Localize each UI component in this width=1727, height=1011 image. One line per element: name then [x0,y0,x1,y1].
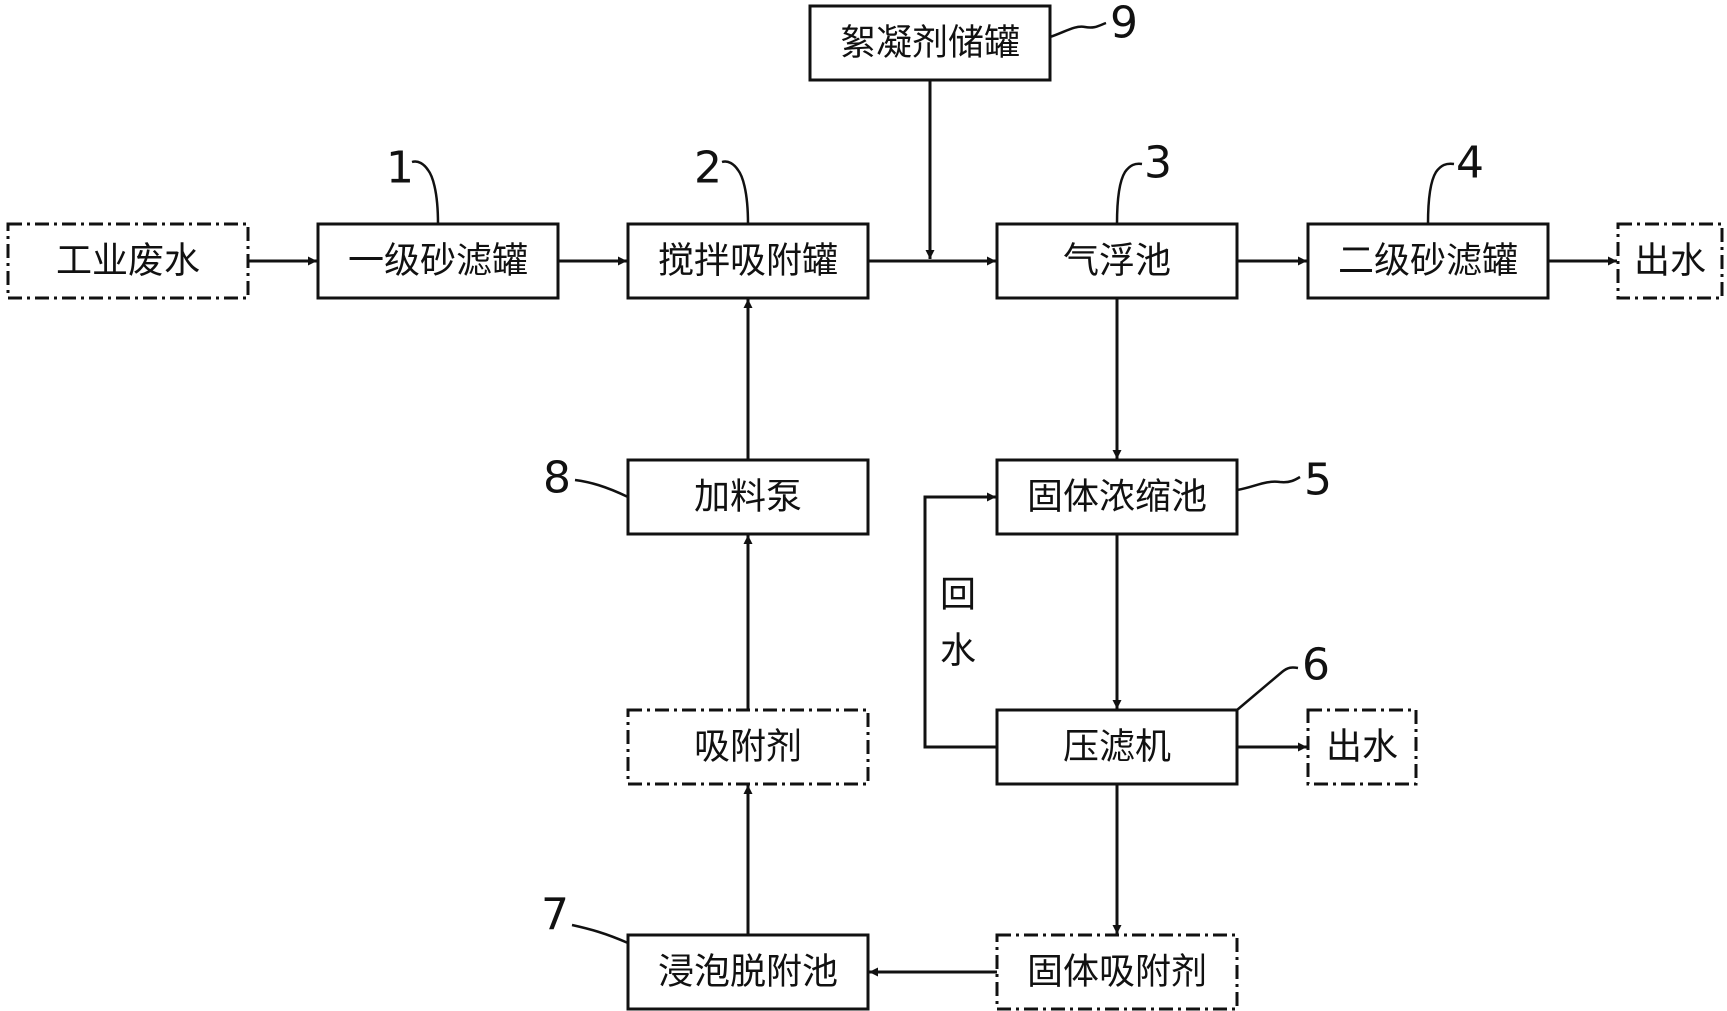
node-flocculant-storage-tank-label: 絮凝剂储罐 [840,23,1020,64]
callout-number-1: 1 [386,143,414,194]
callout-number-8: 8 [543,453,571,504]
callout-leader-9 [1049,21,1107,39]
node-solid-adsorbent-label: 固体吸附剂 [1027,952,1207,993]
node-outlet-water-2-label: 出水 [1326,727,1398,768]
callout-leader-1 [411,160,440,225]
return-water-label-1: 回 [940,575,976,616]
return-water-label-2: 水 [940,631,976,672]
callout-number-7: 7 [541,890,569,941]
node-solid-adsorbent: 固体吸附剂 [995,933,1239,1011]
node-outlet-water-1-label: 出水 [1634,241,1706,282]
callout-number-5: 5 [1304,455,1332,506]
node-soaking-desorption-tank-label: 浸泡脱附池 [658,952,838,993]
callout-leader-4 [1426,162,1455,225]
callout-number-4: 4 [1456,138,1484,189]
node-adsorbent-label: 吸附剂 [694,727,802,768]
node-adsorbent: 吸附剂 [626,708,870,786]
node-flocculant-storage-tank: 絮凝剂储罐 [808,4,1052,82]
node-industrial-wastewater: 工业废水 [6,222,250,300]
callout-leader-2 [721,160,750,225]
node-secondary-sand-filter-label: 二级砂滤罐 [1338,241,1518,282]
callout-leader-3 [1115,162,1143,225]
node-soaking-desorption-tank: 浸泡脱附池 [626,933,870,1011]
node-stirring-adsorption-tank: 搅拌吸附罐 [626,222,870,300]
node-solid-thickening-tank-label: 固体浓缩池 [1027,477,1207,518]
node-filter-press-label: 压滤机 [1063,727,1171,768]
node-stirring-adsorption-tank-label: 搅拌吸附罐 [658,241,838,282]
node-solid-thickening-tank: 固体浓缩池 [995,458,1239,536]
callout-number-9: 9 [1110,0,1138,49]
node-feed-pump-label: 加料泵 [694,477,802,518]
node-filter-press: 压滤机 [995,708,1239,786]
callout-leader-5 [1236,475,1301,492]
callout-leader-7 [571,923,629,945]
callout-leader-8 [574,478,629,499]
node-primary-sand-filter-label: 一级砂滤罐 [348,241,528,282]
node-primary-sand-filter: 一级砂滤罐 [316,222,560,300]
node-air-flotation-tank-label: 气浮池 [1063,241,1171,282]
callout-number-6: 6 [1302,640,1330,691]
arrow-return-water-loop [923,492,997,749]
node-feed-pump: 加料泵 [626,458,870,536]
node-secondary-sand-filter: 二级砂滤罐 [1306,222,1550,300]
node-outlet-water-2: 出水 [1306,708,1418,786]
callout-number-2: 2 [694,143,722,194]
callout-number-3: 3 [1144,138,1172,189]
node-outlet-water-1: 出水 [1616,222,1724,300]
callout-leader-6 [1236,666,1299,711]
node-industrial-wastewater-label: 工业废水 [56,241,200,282]
node-air-flotation-tank: 气浮池 [995,222,1239,300]
